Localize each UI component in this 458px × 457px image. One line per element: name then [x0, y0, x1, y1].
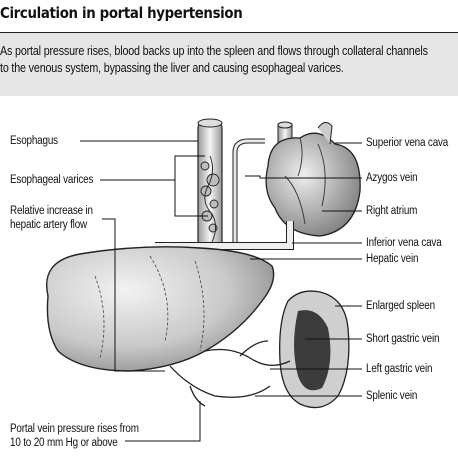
enlarged-spleen — [279, 290, 350, 409]
label-inferior-vena-cava: Inferior vena cava — [366, 237, 442, 249]
esophagus — [197, 118, 223, 273]
label-hepatic-vein: Hepatic vein — [366, 253, 419, 265]
label-azygos-vein: Azygos vein — [366, 172, 418, 184]
label-esophagus: Esophagus — [10, 135, 58, 147]
label-short-gastric-vein: Short gastric vein — [366, 333, 440, 345]
intro-panel: As portal pressure rises, blood backs up… — [0, 33, 458, 96]
label-left-gastric-vein: Left gastric vein — [366, 363, 433, 375]
label-portal-2: 10 to 20 mm Hg or above — [10, 437, 118, 449]
title-band: Circulation in portal hypertension — [0, 0, 458, 33]
page-title: Circulation in portal hypertension — [0, 4, 243, 22]
label-portal-1: Portal vein pressure rises from — [10, 423, 139, 435]
azygos-vein — [232, 138, 265, 246]
label-splenic-vein: Splenic vein — [366, 390, 418, 402]
heart — [265, 122, 361, 237]
label-hepatic-artery-2: hepatic artery flow — [10, 219, 87, 231]
label-esophageal-varices: Esophageal varices — [10, 174, 94, 186]
intro-text: As portal pressure rises, blood backs up… — [0, 43, 447, 77]
portal-venous-system — [169, 340, 291, 407]
diagram: Esophagus Esophageal varices Relative in… — [0, 96, 458, 457]
label-hepatic-artery-1: Relative increase in — [10, 205, 93, 217]
intro-line-1: As portal pressure rises, blood backs up… — [0, 44, 428, 58]
leader-lines — [80, 140, 362, 442]
anatomy-illustration — [46, 118, 362, 442]
label-enlarged-spleen: Enlarged spleen — [366, 300, 435, 312]
label-superior-vena-cava: Superior vena cava — [366, 137, 449, 149]
esophageal-varices — [200, 155, 220, 247]
intro-line-2: to the venous system, bypassing the live… — [0, 61, 344, 75]
liver — [46, 246, 275, 372]
label-right-atrium: Right atrium — [366, 205, 418, 217]
